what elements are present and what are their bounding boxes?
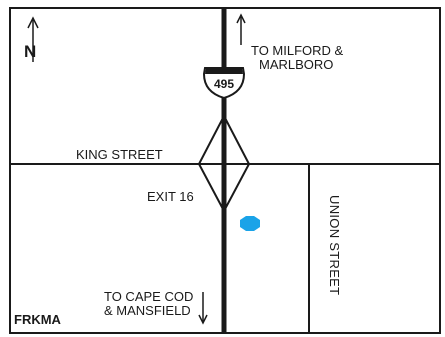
location-hexagon-icon[interactable] <box>240 216 260 231</box>
king-street-label: KING STREET <box>76 147 163 162</box>
interstate-shield-icon <box>202 67 246 100</box>
south-direction-label: TO CAPE COD <box>104 289 194 304</box>
exit-label: EXIT 16 <box>147 189 194 204</box>
brand-label: FRKMA <box>14 312 61 327</box>
exit-16-interchange <box>197 113 251 214</box>
north-direction-label-2: MARLBORO <box>259 57 334 72</box>
north-direction-label: TO MILFORD & <box>251 43 344 58</box>
north-arrow-icon <box>27 16 39 62</box>
arrow-down-icon <box>198 292 208 325</box>
highway-number: 495 <box>213 77 235 91</box>
arrow-up-icon <box>236 13 246 45</box>
north-label: N <box>24 42 37 61</box>
union-street-label: UNION STREET <box>327 195 342 296</box>
south-direction-label-2: & MANSFIELD <box>104 303 191 318</box>
union-street-label-wrap: UNION STREET <box>312 195 352 295</box>
